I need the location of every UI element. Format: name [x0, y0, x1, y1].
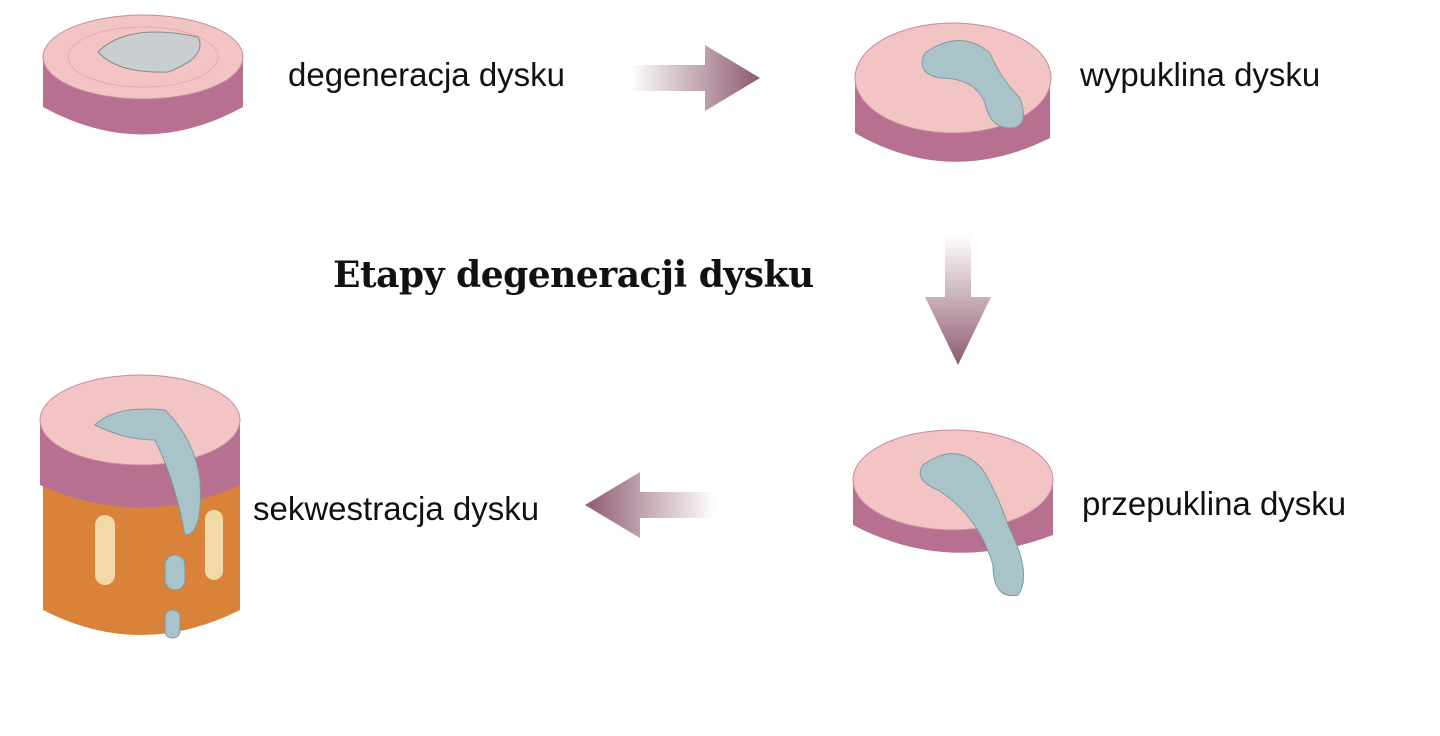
stage-label-bulging: wypuklina dysku	[1080, 56, 1321, 93]
bulging-disc-illustration	[854, 22, 1052, 162]
arrow-down-icon	[925, 235, 991, 365]
sequestrated-disc-illustration	[39, 374, 241, 639]
herniated-disc-illustration	[852, 429, 1054, 597]
stage-label-sequestration: sekwestracja dysku	[253, 490, 540, 527]
arrow-right-icon	[630, 45, 760, 111]
degenerated-disc-illustration	[42, 14, 244, 135]
stage-label-herniation: przepuklina dysku	[1082, 485, 1347, 522]
stage-label-degeneration: degeneracja dysku	[288, 56, 566, 93]
arrow-left-icon	[585, 472, 715, 538]
diagram-title: Etapy degeneracji dysku	[333, 254, 814, 296]
